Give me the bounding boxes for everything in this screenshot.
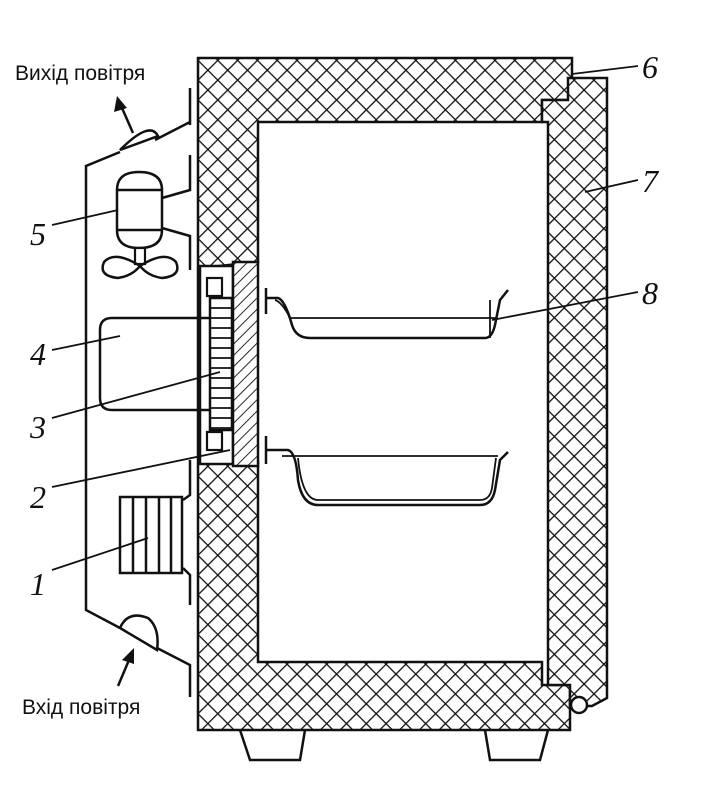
callout-7: 7: [642, 163, 660, 199]
spacer-top: [205, 276, 224, 298]
heatsink-bracket: [182, 460, 192, 605]
heatsink: [118, 495, 184, 575]
motor-bracket: [161, 155, 192, 270]
door-insulation: [540, 76, 609, 708]
fan-icon: [101, 255, 179, 280]
callout-3: 3: [29, 409, 46, 445]
hot-heat-exchanger: [98, 316, 210, 412]
hinge-icon: [569, 695, 589, 715]
air-out-label: Вихід повітря: [15, 62, 145, 85]
battery-ribs: [210, 307, 232, 429]
foot-right: [483, 729, 550, 762]
spacer-bottom: [205, 430, 224, 452]
air-in-label: Вхід повітря: [22, 696, 140, 719]
shelf-upper: [264, 288, 509, 340]
air-in-arrow-icon: [116, 648, 134, 687]
thermoelectric-battery: [208, 296, 234, 432]
air-out-arrow-icon: [114, 96, 135, 134]
callout-4: 4: [30, 336, 46, 372]
callout-8: 8: [642, 275, 658, 311]
fan-motor: [115, 170, 164, 266]
callout-6: 6: [642, 49, 658, 85]
louver-top: [119, 129, 160, 152]
leader-lines: [51, 65, 639, 571]
housing-outline: [84, 88, 192, 697]
callout-1: 1: [30, 566, 46, 602]
callout-2: 2: [30, 479, 46, 515]
callout-5: 5: [30, 216, 46, 252]
shelf-lower: [264, 436, 509, 507]
foot-left: [238, 729, 307, 762]
cold-heat-exchanger: [231, 260, 260, 468]
louver-bottom: [118, 614, 159, 653]
